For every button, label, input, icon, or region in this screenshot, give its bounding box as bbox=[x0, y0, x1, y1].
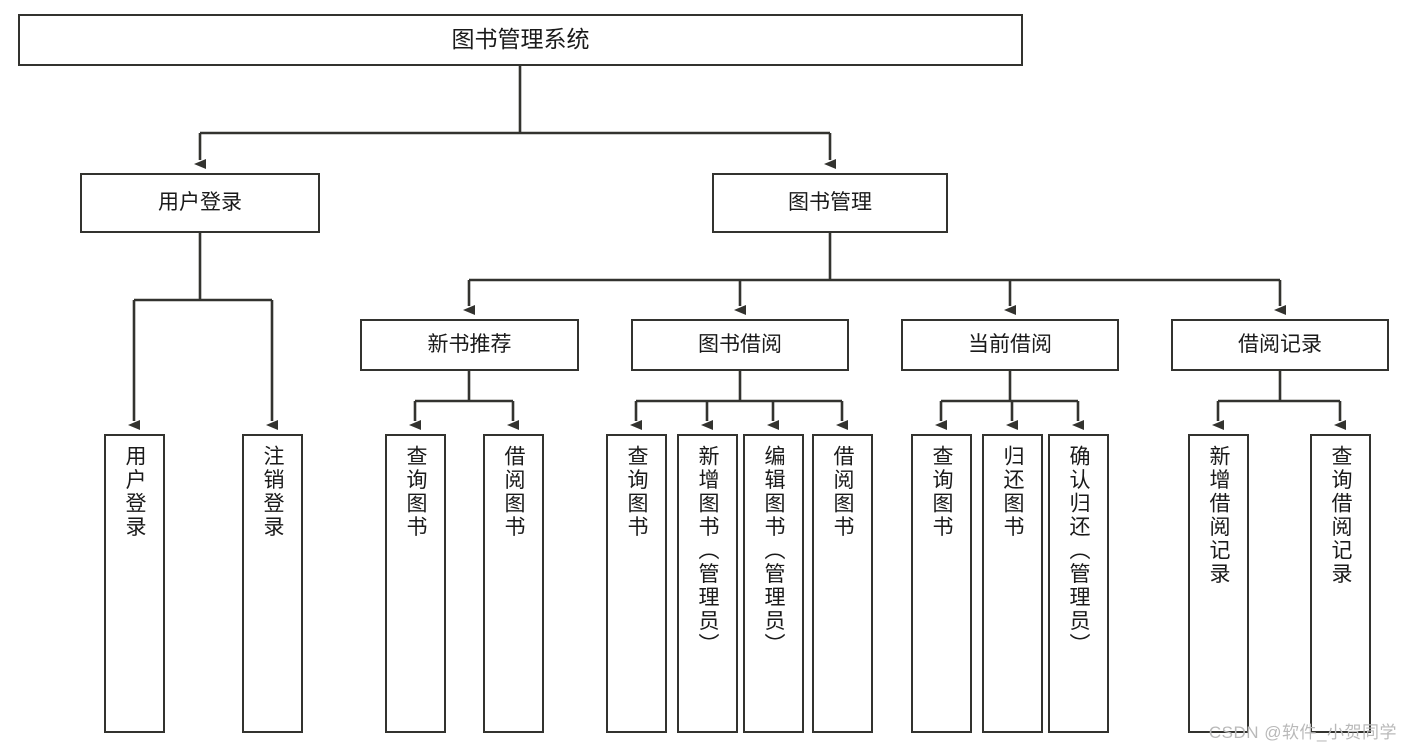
leaf-query-borrow-record[interactable]: 查询借阅记录 bbox=[1310, 434, 1371, 733]
leaf-logout[interactable]: 注销登录 bbox=[242, 434, 303, 733]
node-borrow-records-label: 借阅记录 bbox=[1238, 333, 1322, 357]
node-book-borrow[interactable]: 图书借阅 bbox=[631, 319, 849, 371]
leaf-query-book-recommend-label: 查询图书 bbox=[404, 445, 427, 539]
leaf-edit-book-admin[interactable]: 编辑图书（管理员） bbox=[743, 434, 804, 733]
leaf-borrow-book-recommend[interactable]: 借阅图书 bbox=[483, 434, 544, 733]
leaf-query-borrow-record-label: 查询借阅记录 bbox=[1329, 445, 1352, 586]
leaf-confirm-return-admin-label: 确认归还（管理员） bbox=[1067, 445, 1090, 657]
leaf-borrow-book-label: 借阅图书 bbox=[831, 445, 854, 539]
leaf-borrow-book-recommend-label: 借阅图书 bbox=[502, 445, 525, 539]
node-current-borrow[interactable]: 当前借阅 bbox=[901, 319, 1119, 371]
watermark-text: CSDN @软件_小贺同学 bbox=[1208, 723, 1397, 742]
node-book-management[interactable]: 图书管理 bbox=[712, 173, 948, 233]
leaf-query-book[interactable]: 查询图书 bbox=[606, 434, 667, 733]
node-root[interactable]: 图书管理系统 bbox=[18, 14, 1023, 66]
node-current-borrow-label: 当前借阅 bbox=[968, 333, 1052, 357]
leaf-query-book-current[interactable]: 查询图书 bbox=[911, 434, 972, 733]
leaf-add-borrow-record[interactable]: 新增借阅记录 bbox=[1188, 434, 1249, 733]
leaf-query-book-recommend[interactable]: 查询图书 bbox=[385, 434, 446, 733]
node-new-book-recommend-label: 新书推荐 bbox=[427, 333, 512, 357]
node-new-book-recommend[interactable]: 新书推荐 bbox=[360, 319, 579, 371]
leaf-query-book-current-label: 查询图书 bbox=[930, 445, 953, 539]
node-borrow-records[interactable]: 借阅记录 bbox=[1171, 319, 1389, 371]
leaf-confirm-return-admin[interactable]: 确认归还（管理员） bbox=[1048, 434, 1109, 733]
leaf-add-book-admin-label: 新增图书（管理员） bbox=[696, 445, 719, 657]
leaf-edit-book-admin-label: 编辑图书（管理员） bbox=[762, 445, 785, 657]
node-book-borrow-label: 图书借阅 bbox=[698, 333, 782, 357]
leaf-user-login[interactable]: 用户登录 bbox=[104, 434, 165, 733]
leaf-return-book-label: 归还图书 bbox=[1001, 445, 1024, 539]
leaf-add-book-admin[interactable]: 新增图书（管理员） bbox=[677, 434, 738, 733]
leaf-user-login-label: 用户登录 bbox=[123, 445, 146, 539]
leaf-add-borrow-record-label: 新增借阅记录 bbox=[1207, 445, 1230, 586]
leaf-logout-label: 注销登录 bbox=[261, 445, 284, 539]
node-user-login[interactable]: 用户登录 bbox=[80, 173, 320, 233]
node-root-label: 图书管理系统 bbox=[451, 26, 590, 53]
node-user-login-label: 用户登录 bbox=[158, 191, 242, 215]
leaf-borrow-book[interactable]: 借阅图书 bbox=[812, 434, 873, 733]
leaf-return-book[interactable]: 归还图书 bbox=[982, 434, 1043, 733]
leaf-query-book-label: 查询图书 bbox=[625, 445, 648, 539]
node-book-management-label: 图书管理 bbox=[788, 191, 872, 215]
